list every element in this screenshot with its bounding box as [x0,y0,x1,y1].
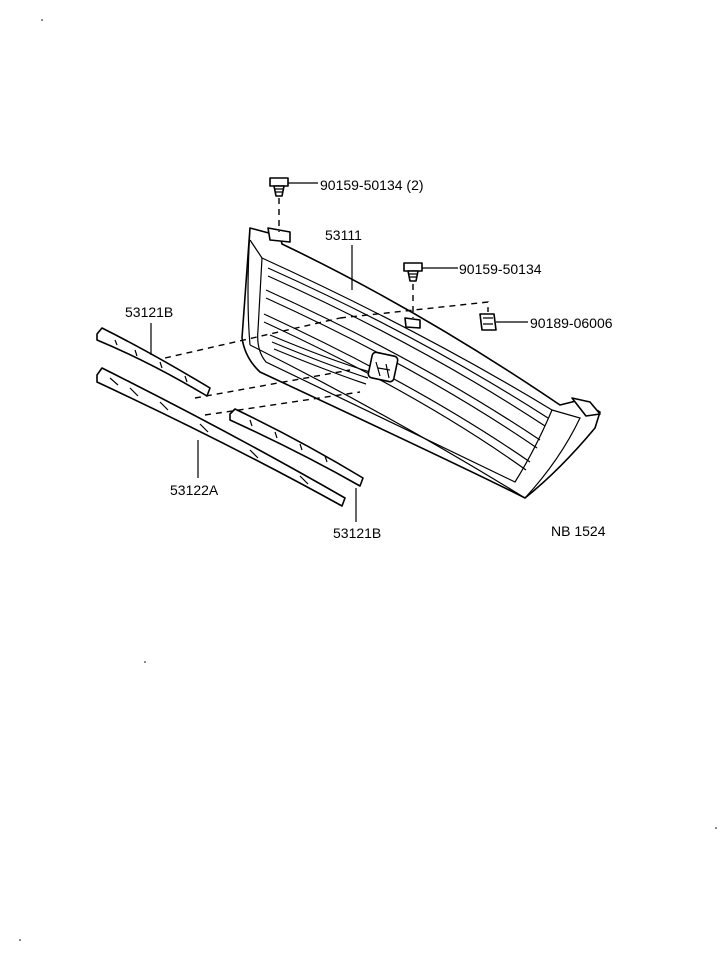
molding-lower [96,367,346,507]
bolt-upper [269,177,289,197]
callout-molding-lower-right: 53121B [333,525,381,541]
figure-code: NB 1524 [551,523,606,539]
callout-grille: 53111 [325,227,362,243]
molding-upper-left [96,327,211,397]
callout-molding-upper-left: 53121B [125,304,173,320]
molding-lower-right [229,408,364,487]
callout-bolt-right: 90159-50134 [459,261,542,277]
callout-bolt-upper: 90159-50134 (2) [320,177,424,193]
clip [479,313,497,331]
callout-clip: 90189-06006 [530,315,613,331]
radiator-grille [241,227,601,499]
bolt-right [403,262,423,282]
callout-molding-lower: 53122A [170,482,219,498]
